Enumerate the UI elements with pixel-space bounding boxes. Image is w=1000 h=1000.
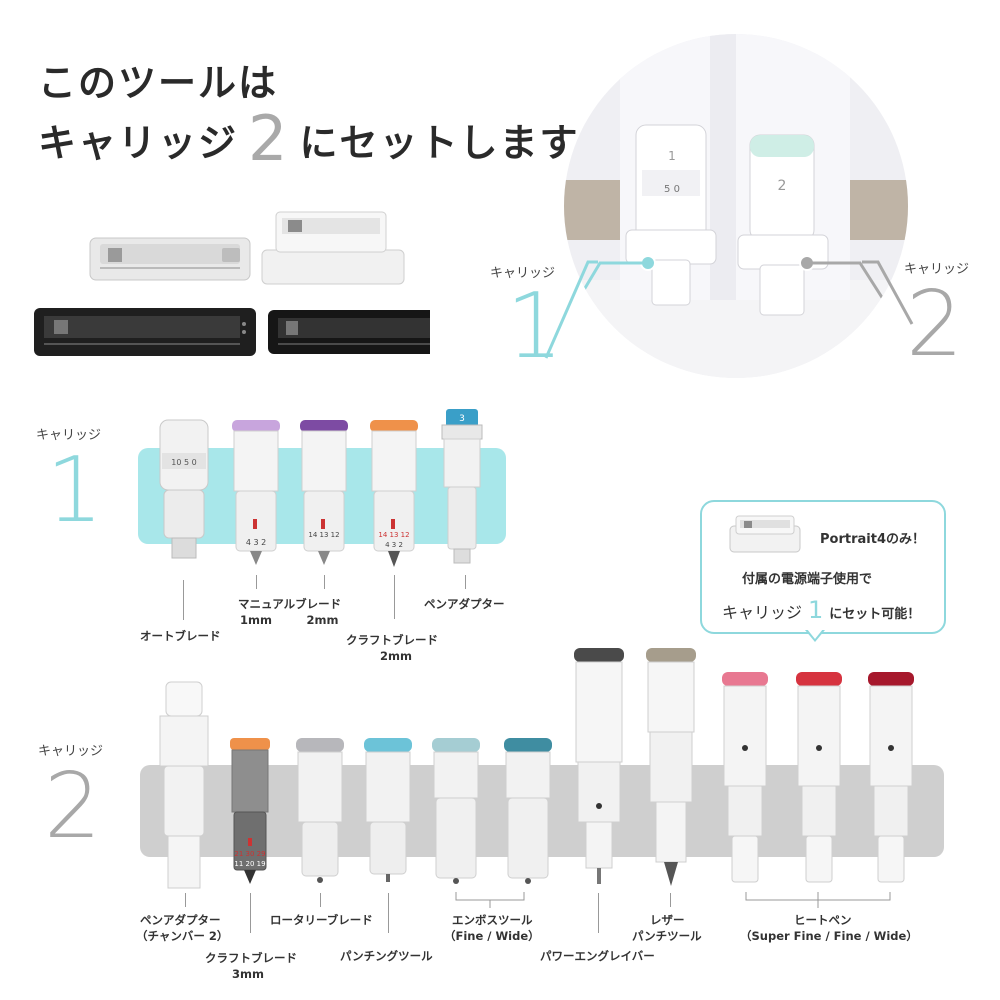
leader-pen-adapter (465, 575, 466, 589)
caption-leather-punch-line2: パンチツール (632, 929, 702, 943)
tool-emboss-fine (432, 738, 480, 884)
callout-model: Portrait4のみ！ (820, 532, 925, 547)
caption-heat-pen-line2: （Super Fine / Fine / Wide） (740, 929, 918, 943)
caption-manual-blade-line2: 1mm 2mm (240, 613, 339, 627)
callout-line3: キャリッジ 1 にセット可能！ (722, 596, 920, 624)
section2-carriage-number: 2 (44, 754, 102, 859)
caption-pen-adapter-ch2-line2: （チャンバー 2） (136, 929, 229, 943)
leader-punching (388, 893, 389, 933)
photo-carriage1-label: キャリッジ (490, 266, 556, 281)
caption-emboss-line1: エンボスツール (452, 913, 533, 927)
tool-heat-pen-super-fine (722, 672, 768, 883)
holder2-mark: 2 (778, 178, 787, 194)
headline-set-text: にセットします。 (299, 120, 616, 165)
leader-craft-2mm (394, 575, 395, 619)
caption-punching-tool: パンチングツール (340, 949, 433, 963)
tool-rotary-blade (296, 738, 344, 883)
tool-manual-blade-1mm: 4 3 2 (232, 420, 280, 565)
leader-heat-pen-bracket (745, 892, 891, 908)
tool-emboss-wide (504, 738, 552, 884)
section2-tools: 21 30 29 11 20 19 (159, 648, 914, 889)
cutting-machines-illustration (34, 211, 430, 356)
tool-power-engraver (574, 648, 624, 884)
tool-punching (364, 738, 412, 882)
manual-blade-1mm-dial: 4 3 2 (246, 538, 266, 547)
caption-craft-3mm-line1: クラフトブレード (205, 951, 297, 965)
callout-line2: 付属の電源端子使用で (742, 572, 873, 587)
caption-manual-blade-line1: マニュアルブレード (238, 597, 342, 611)
craft-blade-2mm-dial-bottom: 4 3 2 (385, 541, 403, 549)
section1-carriage-label: キャリッジ (36, 428, 102, 443)
caption-leather-punch-line1: レザー (650, 913, 685, 927)
machine-black-medium (268, 310, 430, 354)
caption-craft-blade-line1: クラフトブレード (346, 633, 438, 647)
section2-carriage-label: キャリッジ (38, 744, 104, 759)
section1-carriage-number: 1 (46, 438, 104, 543)
portrait4-machine-icon (729, 515, 801, 553)
pen-adapter-mark: 3 (459, 414, 465, 424)
photo-carriage2-label: キャリッジ (904, 262, 970, 277)
caption-power-engraver: パワーエングレイバー (540, 949, 655, 963)
tool-pen-adapter-chamber2 (159, 681, 209, 889)
tool-craft-blade-3mm: 21 30 29 11 20 19 (230, 738, 270, 884)
carriage1-pointer-line (544, 260, 598, 359)
holder1-dial: 5 0 (664, 184, 680, 195)
headline-line-1: このツールは (38, 61, 279, 105)
callout-tail-inner (807, 629, 823, 639)
headline-carriage-word: キャリッジ (38, 120, 239, 165)
leader-emboss-bracket (455, 892, 525, 908)
craft-blade-3mm-dial-bottom: 11 20 19 (234, 860, 265, 868)
photo-carriage1-number: 1 (506, 274, 564, 379)
caption-heat-pen-line1: ヒートペン (794, 913, 852, 927)
tool-heat-pen-wide (868, 672, 914, 883)
tool-manual-blade-2mm: 14 13 12 (300, 420, 348, 565)
caption-craft-blade-line2: 2mm (380, 649, 412, 663)
headline-carriage-number: 2 (248, 102, 290, 175)
craft-blade-3mm-dial-top: 21 30 29 (234, 850, 265, 858)
tool-pen-adapter: 3 (441, 409, 483, 564)
tool-heat-pen-fine (796, 672, 842, 883)
leader-leather-punch (670, 893, 671, 907)
craft-blade-2mm-dial-top: 14 13 12 (378, 531, 409, 539)
photo-carriage2-number: 2 (906, 272, 964, 377)
leader-pen-adapter-ch2 (185, 893, 186, 907)
manual-blade-2mm-dial: 14 13 12 (308, 531, 339, 539)
machine-black-large (34, 308, 256, 356)
caption-emboss-line2: （Fine / Wide） (444, 929, 540, 943)
callout-carriage-number: 1 (808, 596, 824, 624)
caption-craft-3mm-line2: 3mm (232, 967, 264, 981)
callout-set-text: にセット可能！ (829, 607, 921, 622)
caption-pen-adapter-ch2-line1: ペンアダプター (140, 913, 221, 927)
holder1-mark: 1 (668, 149, 676, 163)
leader-auto-blade (183, 580, 184, 620)
caption-pen-adapter: ペンアダプター (424, 597, 505, 611)
machine-white-large (89, 237, 251, 281)
tool-leather-punch (646, 648, 696, 886)
leader-power-engraver (598, 893, 599, 933)
leader-rotary (320, 893, 321, 907)
headline-line-2: キャリッジ 2 にセットします。 (38, 108, 616, 170)
machine-white-portrait (261, 211, 405, 285)
leader-craft-3mm (250, 893, 251, 933)
caption-rotary-blade: ロータリーブレード (270, 913, 373, 927)
carriage2-pointer-line (862, 260, 914, 325)
tool-craft-blade-2mm: 14 13 12 4 3 2 (370, 420, 418, 567)
carriage-closeup-photo: 1 2 5 0 (564, 34, 908, 378)
section1-tools: 10 5 0 4 3 2 14 13 12 14 13 12 4 3 2 3 (159, 409, 483, 567)
leader-manual-2mm (324, 575, 325, 589)
auto-blade-dial: 10 5 0 (171, 458, 196, 467)
caption-auto-blade: オートブレード (140, 629, 221, 643)
leader-manual-1mm (256, 575, 257, 589)
callout-carriage-word: キャリッジ (722, 603, 803, 622)
tool-auto-blade: 10 5 0 (159, 419, 209, 559)
